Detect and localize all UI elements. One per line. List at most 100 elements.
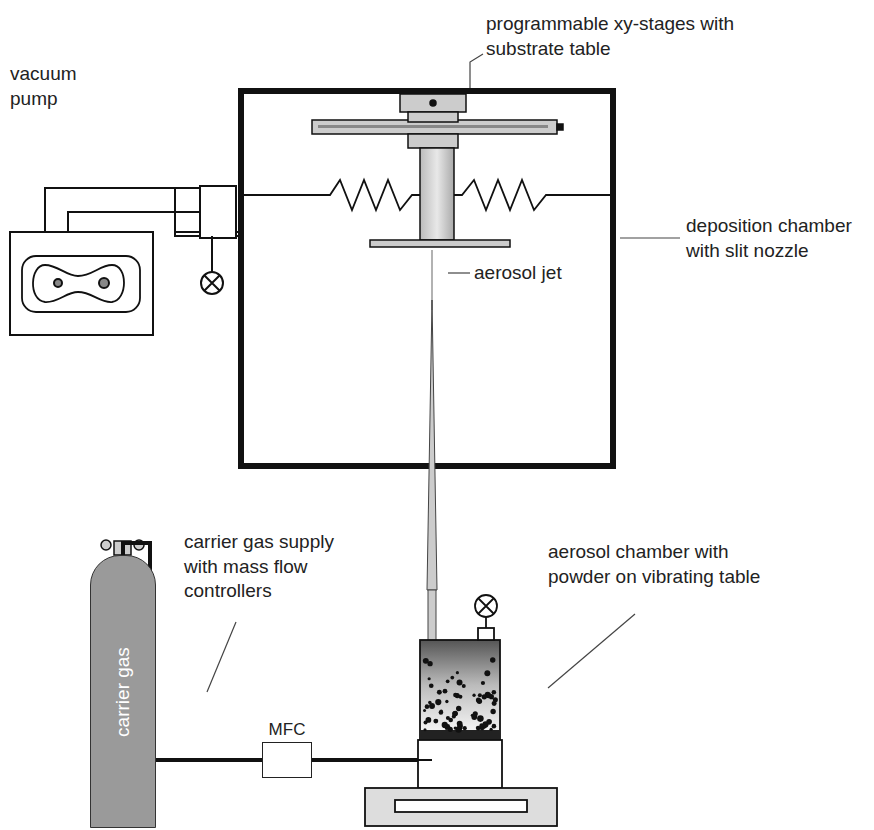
- gas-line: [312, 758, 418, 762]
- vacuum-pipe: [204, 275, 220, 291]
- vacuum-pump: [22, 256, 140, 312]
- powder-particle: [435, 699, 441, 705]
- aerosol-chamber: [418, 740, 502, 788]
- powder-particle: [423, 709, 426, 712]
- powder-particle: [463, 726, 467, 730]
- vacuum-pipe: [45, 186, 241, 294]
- powder-particle: [450, 676, 454, 680]
- deposition-chamber: [241, 91, 613, 466]
- powder-particle: [439, 710, 444, 715]
- powder-particle: [490, 657, 495, 662]
- xy-stage: [400, 94, 466, 112]
- vacuum-pump: [10, 232, 153, 335]
- powder-particle: [486, 693, 491, 698]
- cylinder-valve: [101, 540, 111, 550]
- aerosol-jet-label: aerosol jet: [474, 261, 614, 286]
- powder-particle: [490, 709, 495, 714]
- chamber-label: deposition chamber with slit nozzle: [686, 214, 868, 263]
- powder-particle: [458, 695, 462, 699]
- xy-stage: [430, 100, 436, 106]
- vibrating-table: [365, 788, 557, 826]
- powder-particle: [445, 700, 448, 703]
- powder-particle: [476, 726, 481, 731]
- powder-particle: [455, 726, 461, 732]
- powder-particle: [446, 680, 450, 684]
- powder-particle: [477, 698, 482, 703]
- xy-stage-label: programmable xy-stages with substrate ta…: [486, 12, 736, 61]
- mass-flow-controller: MFC: [262, 742, 312, 778]
- powder-particle: [442, 722, 448, 728]
- powder-particle: [423, 658, 429, 664]
- vacuum-pipe: [200, 186, 236, 238]
- xy-stage: [318, 125, 548, 128]
- powder-particle: [472, 694, 475, 697]
- powder-particle: [492, 724, 497, 729]
- powder-particle: [484, 670, 490, 676]
- leader-line: [207, 622, 236, 692]
- powder-particle: [424, 720, 428, 724]
- powder-particle: [428, 677, 431, 680]
- leader-line: [470, 54, 483, 88]
- powder-particle: [457, 721, 463, 727]
- leader-line: [207, 54, 680, 692]
- vacuum-pipe: [211, 236, 213, 272]
- xy-stage: [420, 148, 454, 240]
- powder-particle: [473, 711, 478, 716]
- powder-particle: [443, 689, 448, 694]
- vacuum-pump-label: vacuum pump: [10, 62, 120, 111]
- xy-stage: [312, 94, 563, 247]
- aerosol-chamber: [420, 640, 500, 740]
- aerosol-chamber: [478, 598, 494, 614]
- powder-particle: [437, 690, 442, 695]
- xy-stage: [370, 240, 510, 247]
- powder-particle: [429, 683, 434, 688]
- leader-line: [448, 272, 470, 273]
- leader-line: [620, 237, 680, 238]
- aerosol-chamber-label: aerosol chamber with powder on vibrating…: [548, 540, 788, 589]
- xy-stage: [408, 134, 458, 148]
- vibrating-table: [365, 788, 557, 826]
- powder-particle: [433, 719, 438, 724]
- powder-particle: [481, 681, 485, 685]
- node-text: MFC: [269, 720, 306, 740]
- bellows: [244, 180, 610, 210]
- xy-stage: [408, 112, 458, 122]
- gas-supply-label: carrier gas supply with mass flow contro…: [184, 530, 359, 604]
- xy-stage: [557, 124, 563, 130]
- powder-particle: [462, 684, 466, 688]
- gas-cylinder: carrier gas: [90, 555, 156, 828]
- aerosol-chamber: [418, 595, 502, 788]
- powder-particle: [482, 694, 487, 699]
- gas-inlet: [418, 759, 432, 761]
- leader-line: [548, 614, 635, 688]
- vacuum-pipe: [45, 188, 200, 232]
- node-text: carrier gas: [112, 647, 134, 737]
- powder-particle: [456, 706, 461, 711]
- powder-particle: [439, 710, 443, 714]
- vacuum-pump: [54, 279, 62, 287]
- vacuum-pump: [10, 232, 153, 335]
- powder-particle: [429, 703, 435, 709]
- powder-particle: [425, 704, 430, 709]
- slit-nozzle: [427, 300, 437, 590]
- vacuum-pipe: [201, 272, 223, 294]
- powder-particle: [456, 671, 459, 674]
- powder-particle: [482, 721, 488, 727]
- powder-particle: [457, 680, 463, 686]
- bellows: [244, 180, 420, 210]
- powder-particle: [446, 716, 450, 720]
- aerosol-chamber: [478, 628, 494, 640]
- vibrating-table: [395, 800, 527, 812]
- powder-particles: [423, 657, 498, 732]
- powder-particle: [477, 715, 484, 722]
- vacuum-pump: [33, 265, 124, 302]
- vacuum-pipe: [68, 212, 200, 232]
- bellows: [454, 180, 610, 210]
- powder-particle: [423, 728, 426, 731]
- aerosol-chamber: [485, 617, 487, 628]
- aerosol-chamber: [475, 595, 497, 617]
- powder-particle: [478, 693, 482, 697]
- powder-particle: [493, 697, 498, 702]
- vacuum-pump: [99, 278, 109, 288]
